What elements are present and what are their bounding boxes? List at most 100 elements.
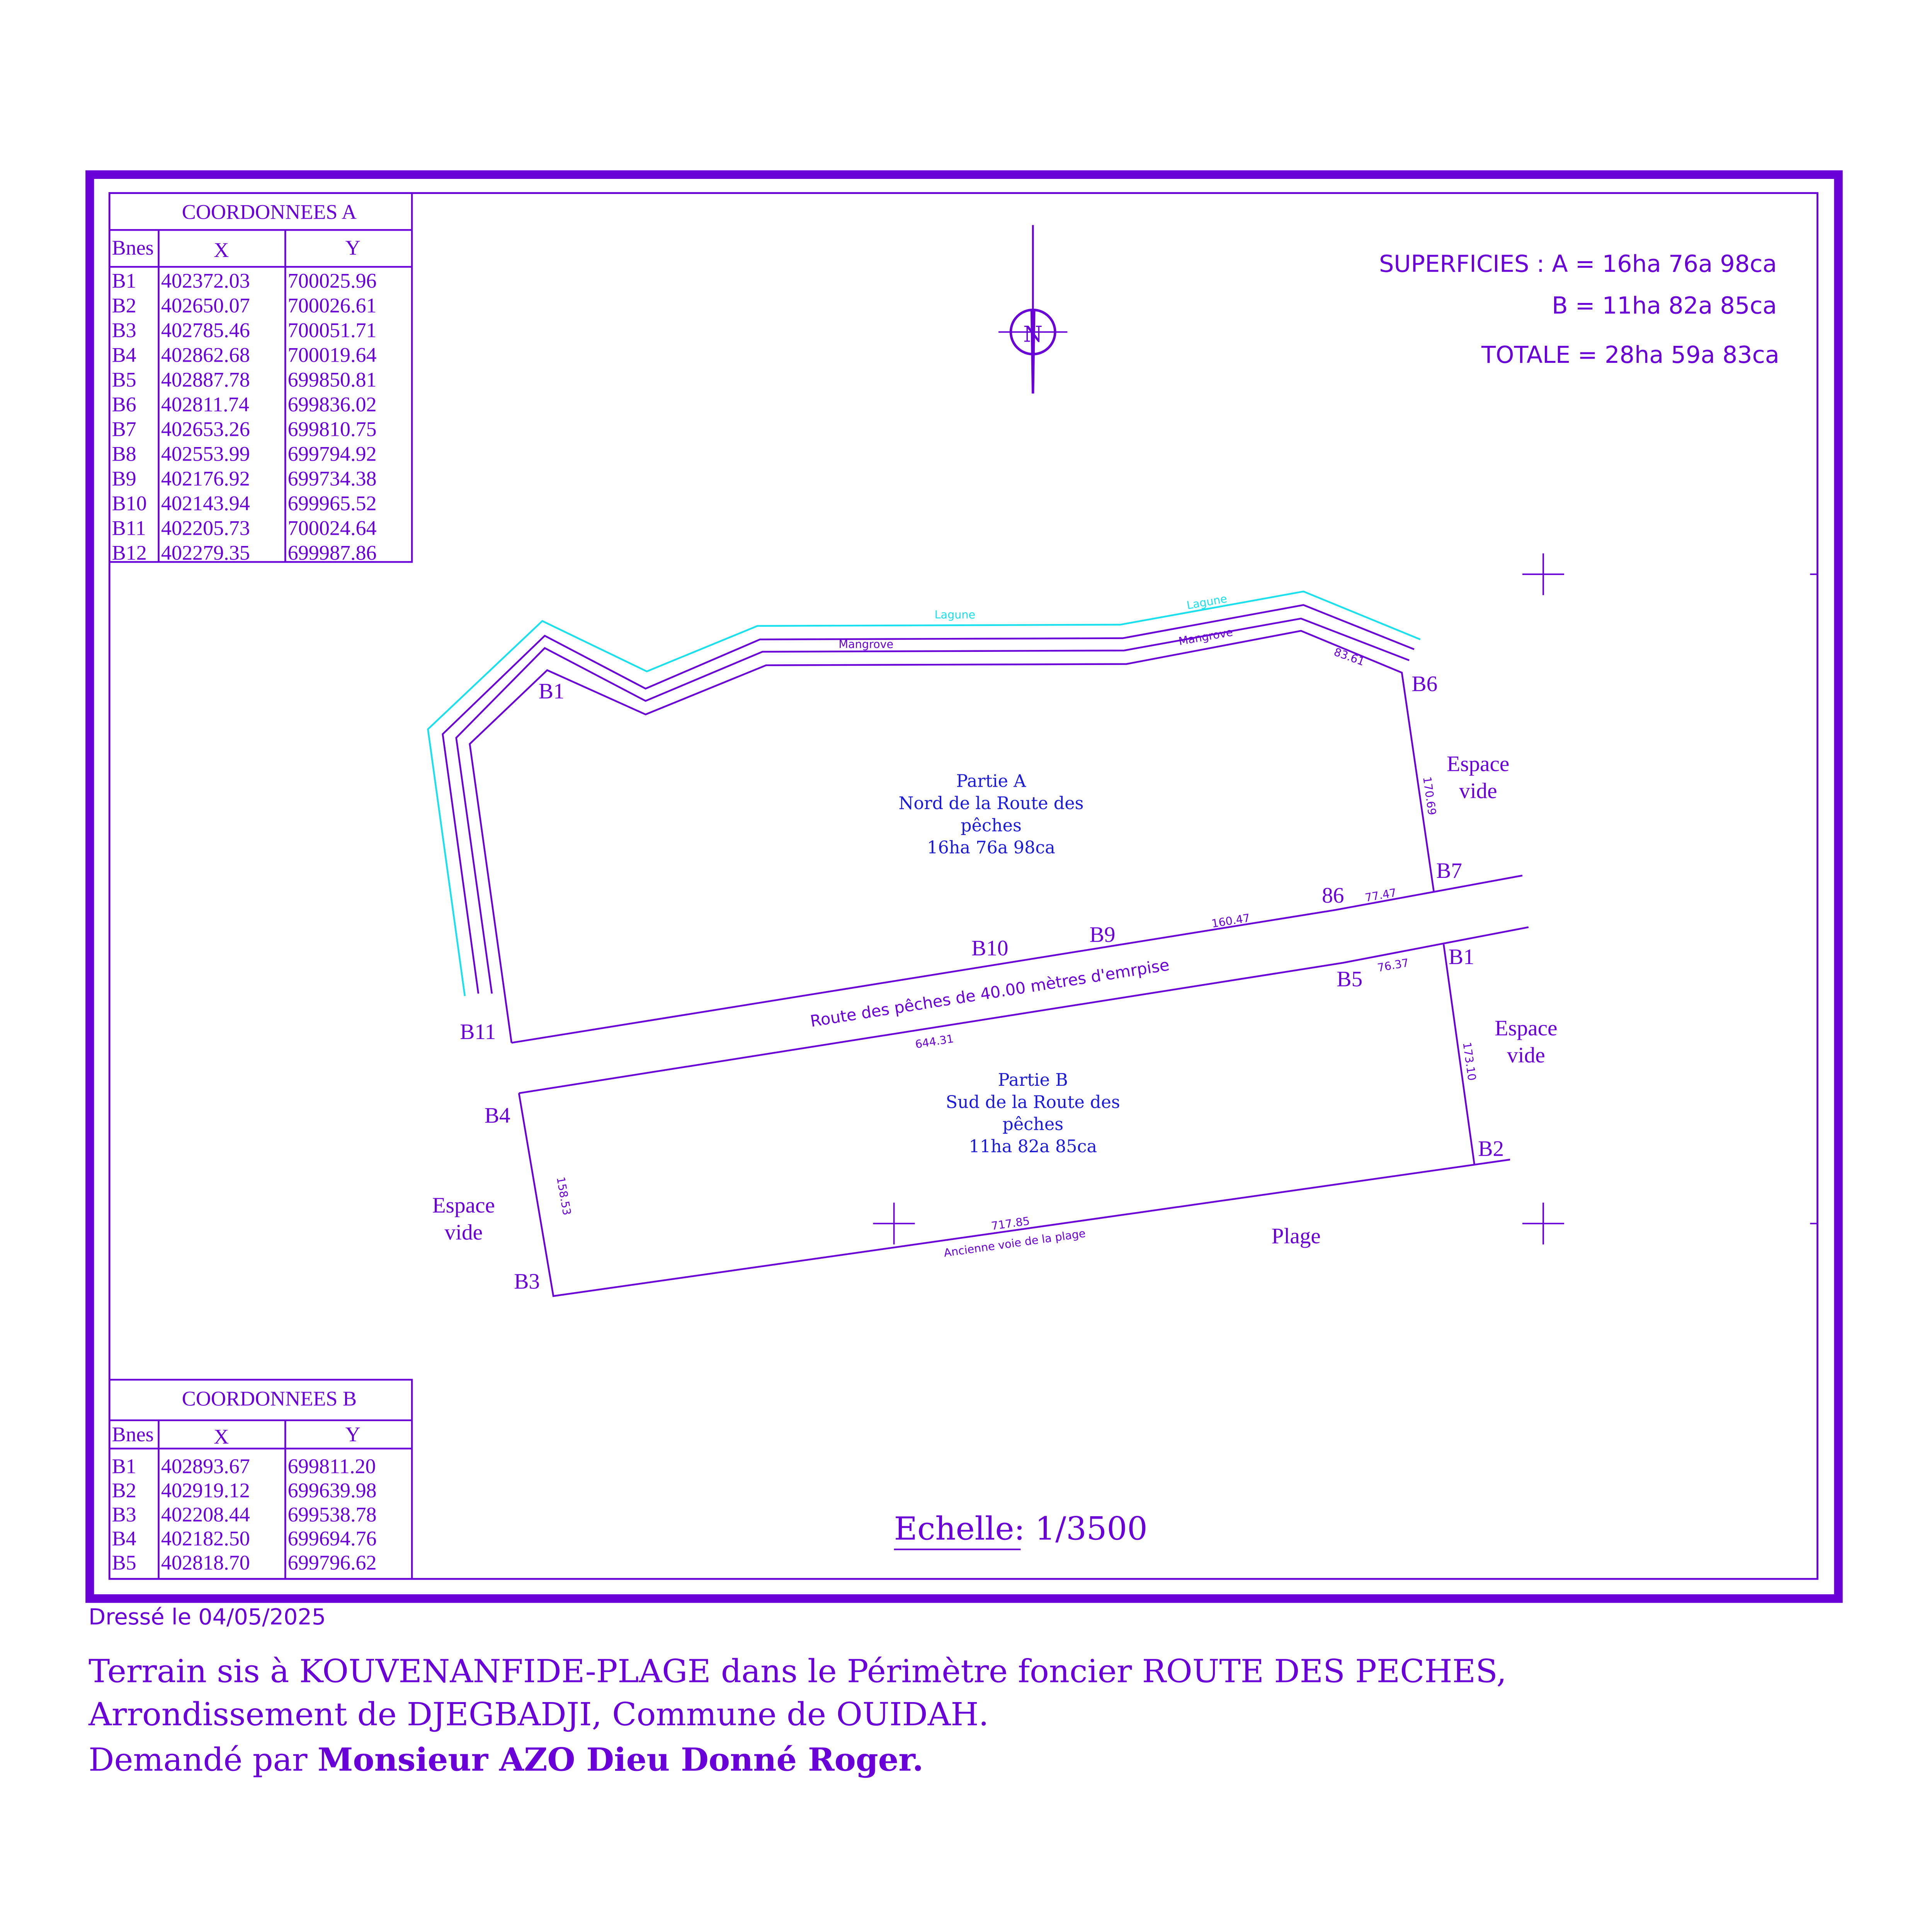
x-cell: 402553.99	[161, 442, 250, 465]
partie-a-desc: pêches	[961, 815, 1022, 835]
partie-a-label: Partie A Nord de la Route des pêches 16h…	[899, 771, 1084, 858]
superficies-line-2: B = 11ha 82a 85ca	[1552, 293, 1777, 320]
y-cell: 699734.38	[288, 467, 377, 490]
superficies-line-3: TOTALE = 28ha 59a 83ca	[1481, 342, 1779, 369]
borne-label: B9	[1090, 923, 1116, 947]
partie-b-desc: pêches	[1002, 1114, 1063, 1134]
espace-vide-label: vide	[1507, 1043, 1545, 1068]
requester-line: Demandé par Monsieur AZO Dieu Donné Roge…	[88, 1741, 923, 1779]
borne-label: B10	[971, 936, 1008, 961]
location-line-1: Terrain sis à KOUVENANFIDE-PLAGE dans le…	[88, 1653, 1507, 1690]
y-cell: 700025.96	[288, 269, 377, 293]
table-b-title: COORDONNEES B	[182, 1387, 357, 1410]
lagune-line	[427, 590, 1421, 997]
y-cell: 699694.76	[288, 1527, 377, 1550]
coordinates-table-b: COORDONNEES B Bnes X Y B1 402893.67 699811…	[109, 1379, 413, 1580]
x-cell: 402279.35	[161, 541, 250, 564]
coordinates-table-a: COORDONNEES A Bnes X Y B1 402372.03 700025…	[109, 192, 413, 565]
x-cell: 402205.73	[161, 516, 250, 539]
date-drawn: Dressé le 04/05/2025	[88, 1604, 326, 1630]
road-north-edge	[511, 874, 1523, 1044]
borne-cell: B4	[112, 344, 136, 367]
x-cell: 402143.94	[161, 492, 250, 515]
borne-cell: B5	[112, 1551, 136, 1574]
x-cell: 402372.03	[161, 269, 250, 293]
borne-cell: B3	[112, 319, 136, 342]
x-cell: 402785.46	[161, 319, 250, 342]
mangrove-line-1	[442, 604, 1415, 994]
espace-vide-label: Espace	[1495, 1016, 1557, 1041]
partie-a-title: Partie A	[956, 771, 1026, 791]
table-a-header-y: Y	[345, 236, 361, 259]
borne-label: B2	[1478, 1136, 1504, 1161]
table-b-header-x: X	[214, 1425, 229, 1448]
borne-cell: B9	[112, 467, 136, 490]
table-b-header-y: Y	[345, 1423, 361, 1446]
partie-b-desc: Sud de la Route des	[946, 1092, 1120, 1112]
borne-cell: B10	[112, 492, 147, 515]
borne-cell: B3	[112, 1503, 136, 1526]
borne-label: 86	[1322, 883, 1344, 908]
parcel-b-east-boundary	[1442, 944, 1475, 1165]
borne-cell: B7	[112, 417, 136, 440]
y-cell: 699538.78	[288, 1503, 377, 1526]
espace-vide-label: vide	[1459, 779, 1497, 803]
borne-label: B4	[485, 1104, 510, 1128]
x-cell: 402893.67	[161, 1455, 250, 1478]
partie-b-label: Partie B Sud de la Route des pêches 11ha…	[946, 1070, 1120, 1156]
borne-cell: B12	[112, 541, 147, 564]
y-cell: 699810.75	[288, 417, 377, 440]
inner-frame	[108, 192, 1818, 1580]
x-cell: 402182.50	[161, 1527, 250, 1550]
x-cell: 402208.44	[161, 1503, 250, 1526]
partie-a-desc: Nord de la Route des	[899, 793, 1084, 813]
table-a-header-bnes: Bnes	[112, 236, 154, 259]
y-cell: 699794.92	[288, 442, 377, 465]
borne-label: B5	[1337, 967, 1362, 991]
y-cell: 699965.52	[288, 492, 377, 515]
y-cell: 700051.71	[288, 319, 377, 342]
y-cell: 699811.20	[288, 1455, 376, 1478]
y-cell: 700019.64	[288, 344, 377, 367]
plage-label: Plage	[1272, 1224, 1321, 1248]
y-cell: 700024.64	[288, 516, 377, 539]
table-b-header-bnes: Bnes	[112, 1423, 154, 1446]
parcel-b-boundary	[518, 1093, 1510, 1297]
location-line-2: Arrondissement de DJEGBADJI, Commune de …	[88, 1696, 989, 1733]
partie-b-title: Partie B	[998, 1070, 1068, 1090]
borne-cell: B1	[112, 1455, 136, 1478]
x-cell: 402650.07	[161, 294, 250, 317]
x-cell: 402653.26	[161, 417, 250, 440]
borne-label: B3	[514, 1269, 540, 1294]
table-a-title: COORDONNEES A	[182, 200, 357, 223]
road-south-edge	[519, 926, 1529, 1094]
borne-cell: B1	[112, 269, 136, 293]
x-cell: 402919.12	[161, 1479, 250, 1502]
lagune-label: Lagune	[935, 608, 976, 621]
grid-crosshairs	[873, 553, 1818, 1245]
y-cell: 699850.81	[288, 368, 377, 391]
borne-cell: B11	[112, 516, 146, 539]
borne-cell: B6	[112, 393, 136, 416]
x-cell: 402176.92	[161, 467, 250, 490]
borne-label: B7	[1436, 859, 1462, 883]
borne-label: B11	[460, 1020, 496, 1044]
partie-a-area: 16ha 76a 98ca	[927, 838, 1055, 858]
y-cell: 699987.86	[288, 541, 377, 564]
borne-label: B1	[539, 679, 565, 704]
north-label: N	[1023, 321, 1043, 347]
table-a-header-x: X	[214, 238, 229, 262]
y-cell: 699796.62	[288, 1551, 377, 1574]
borne-cell: B2	[112, 1479, 136, 1502]
borne-cell: B4	[112, 1527, 136, 1550]
x-cell: 402862.68	[161, 344, 250, 367]
partie-b-area: 11ha 82a 85ca	[969, 1136, 1097, 1156]
mangrove-line-2	[455, 617, 1410, 994]
y-cell: 700026.61	[288, 294, 377, 317]
x-cell: 402818.70	[161, 1551, 250, 1574]
parcel-a-boundary	[469, 630, 1435, 1043]
mangrove-label: Mangrove	[838, 638, 893, 651]
